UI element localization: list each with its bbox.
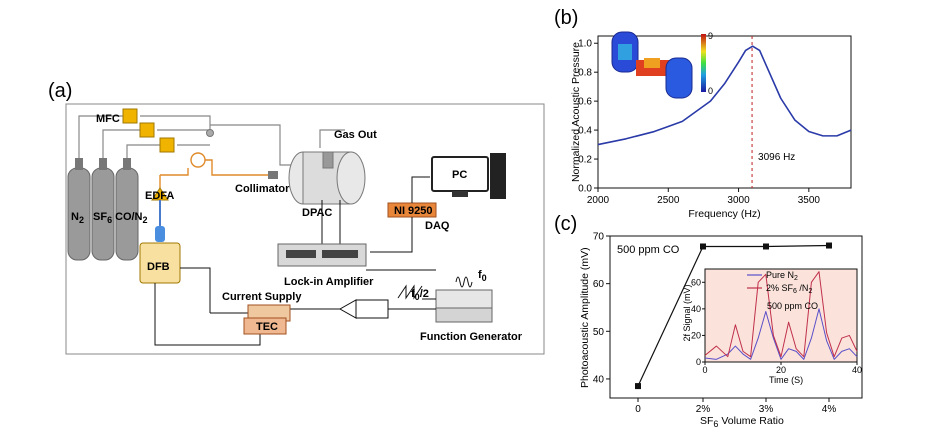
f0-sine-icon	[455, 276, 473, 288]
panel-a-letter: (a)	[48, 80, 72, 102]
function-generator	[435, 289, 493, 323]
setup-frame	[65, 103, 545, 355]
daq-label: DAQ	[425, 220, 450, 232]
dpac-label: DPAC	[302, 207, 332, 219]
gas-lines	[78, 115, 345, 166]
gas-cylinders	[67, 158, 139, 261]
pc-icon	[431, 153, 506, 199]
n2-label: N2	[71, 211, 84, 225]
gas-junction	[206, 129, 214, 137]
f0-half-label: f0/2	[411, 288, 429, 302]
f0-label: f0	[478, 269, 487, 283]
dfb-label: DFB	[147, 261, 170, 273]
current-supply-label: Current Supply	[222, 291, 302, 303]
tec-label: TEC	[256, 321, 278, 333]
collimator-icon	[268, 171, 278, 179]
fiber-path	[159, 152, 270, 188]
function-generator-label: Function Generator	[420, 331, 523, 343]
mfc-units	[122, 108, 175, 153]
ramp-icon	[397, 284, 423, 300]
sf6-label: SF6	[93, 211, 112, 225]
pc-label: PC	[452, 169, 467, 181]
dpac-signal-lines	[321, 200, 341, 244]
dpac-cell	[288, 151, 366, 205]
dfb-module	[139, 242, 181, 284]
tec-block	[243, 317, 287, 335]
edfa-label: EDFA	[145, 190, 174, 202]
collimator-label: Collimator	[235, 183, 290, 195]
con2-label: CO/N2	[115, 211, 148, 225]
mfc-label: MFC	[96, 113, 120, 125]
ni9250-label: NI 9250	[394, 205, 433, 217]
amplifier-triangle-icon	[338, 299, 357, 319]
fiber-connector-icon	[155, 226, 165, 242]
lockin-label: Lock-in Amplifier	[284, 276, 374, 288]
gas-out-label: Gas Out	[334, 129, 377, 141]
adder-icon	[355, 299, 389, 319]
lockin-amplifier	[277, 243, 367, 267]
daq-lines	[370, 176, 430, 253]
